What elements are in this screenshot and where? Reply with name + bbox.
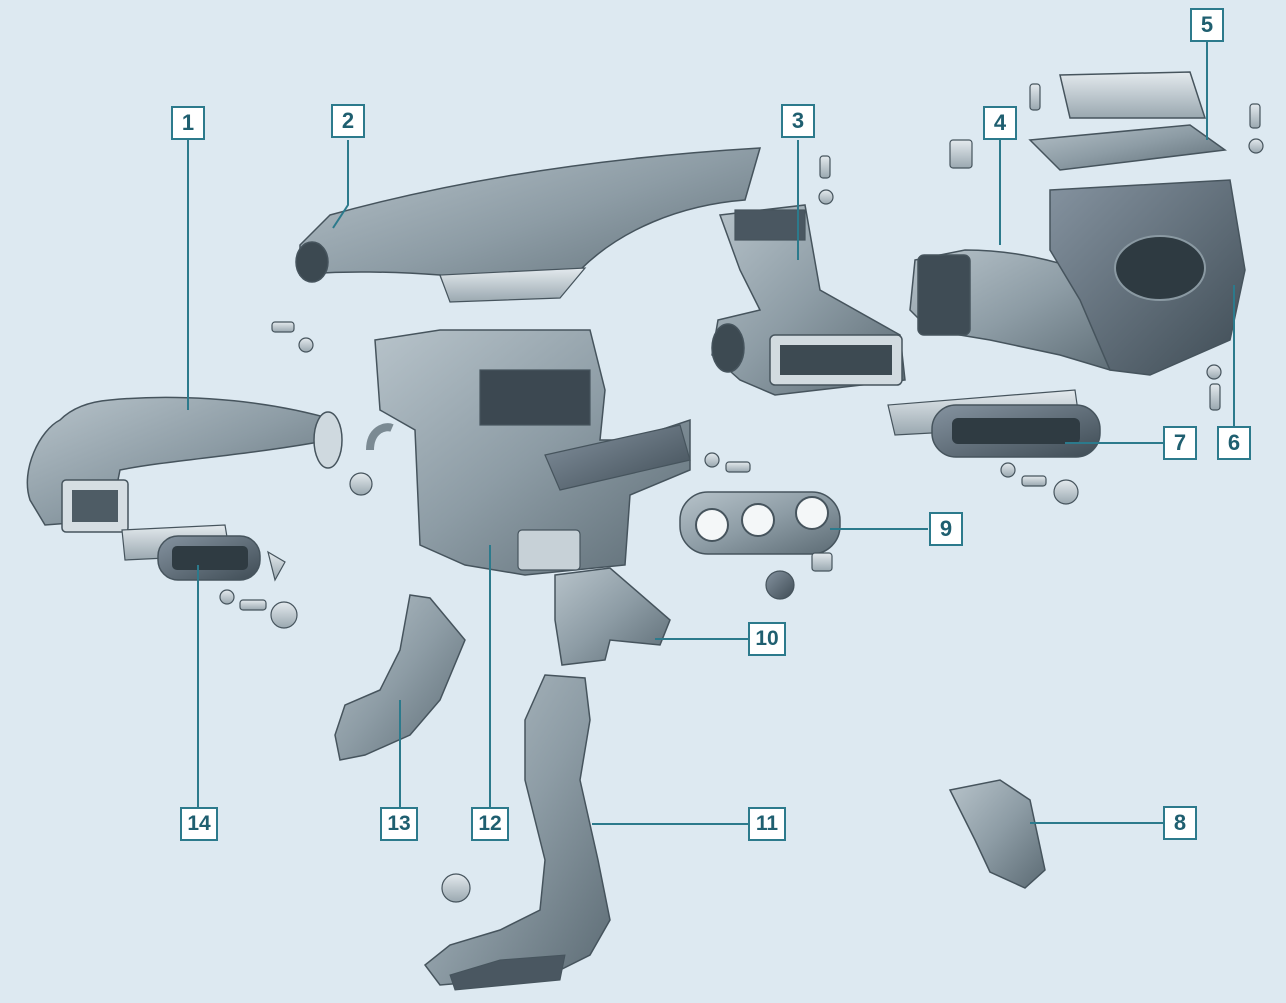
callout-2: 2 <box>331 104 365 138</box>
part-10-footwell-duct <box>554 567 671 666</box>
callout-8: 8 <box>1163 806 1197 840</box>
callout-5: 5 <box>1190 8 1224 42</box>
callout-3: 3 <box>781 104 815 138</box>
part-3-blower-duct <box>711 204 906 396</box>
callout-12: 12 <box>471 807 509 841</box>
fasteners <box>219 83 1264 903</box>
callout-7: 7 <box>1163 426 1197 460</box>
callout-6: 6 <box>1217 426 1251 460</box>
part-12-heater-box <box>366 329 691 576</box>
callout-11: 11 <box>748 807 786 841</box>
part-8-small-duct <box>948 779 1046 889</box>
part-5-filter-cover <box>1028 71 1228 171</box>
callout-1: 1 <box>171 106 205 140</box>
part-4-intake-duct-and-blower-housing <box>909 179 1246 376</box>
leader-lines <box>187 42 1235 825</box>
callout-13: 13 <box>380 807 418 841</box>
callout-4: 4 <box>983 106 1017 140</box>
callout-9: 9 <box>929 512 963 546</box>
part-7-side-vent <box>887 389 1101 458</box>
part-11-floor-duct <box>423 674 611 991</box>
callout-14: 14 <box>180 807 218 841</box>
part-13-rear-duct <box>334 594 466 761</box>
part-1-side-duct <box>26 396 343 533</box>
callout-10: 10 <box>748 622 786 656</box>
part-2-defroster-duct <box>295 147 762 303</box>
part-14-side-vent <box>121 524 261 581</box>
part-9-control-panel <box>679 491 841 600</box>
